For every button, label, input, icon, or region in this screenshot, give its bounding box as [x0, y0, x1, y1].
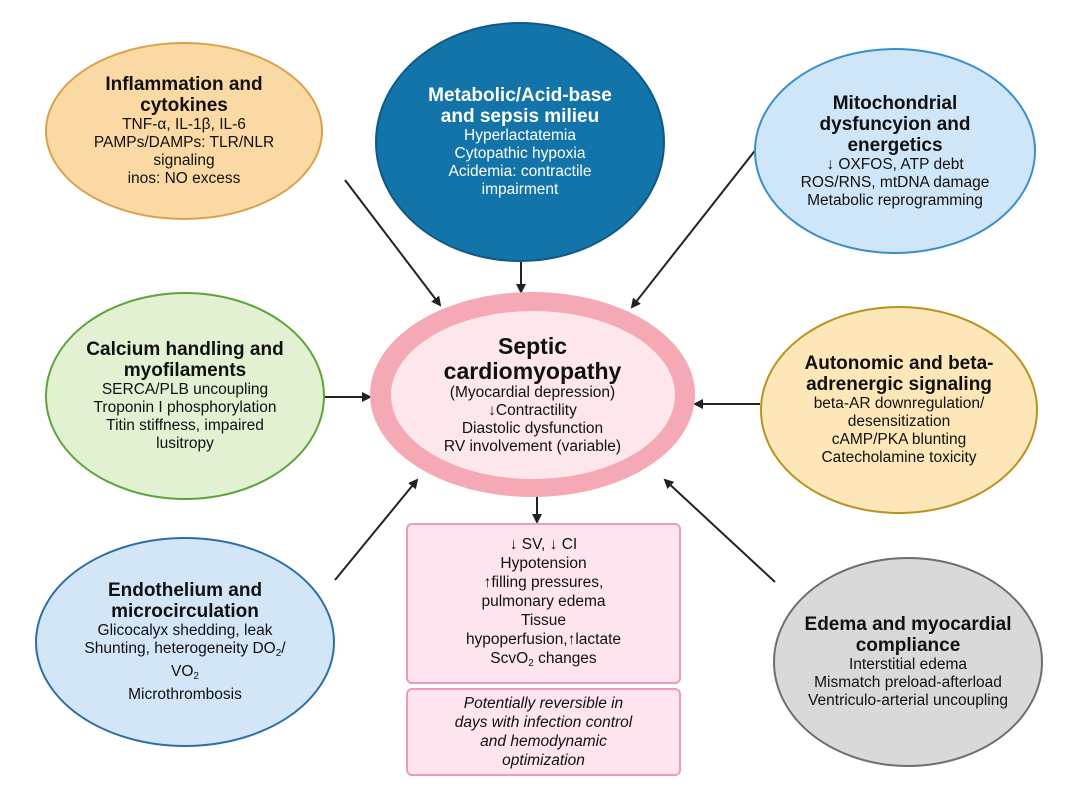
node-line: Titin stiffness, impaired — [106, 417, 264, 434]
node-line: Interstitial edema — [848, 656, 968, 673]
node-title: myofilaments — [123, 360, 247, 381]
node-center-inner: Septic cardiomyopathy (Myocardial depres… — [390, 310, 675, 479]
center-line: (Myocardial depression) — [449, 383, 616, 401]
node-line: Glicocalyx shedding, leak — [97, 622, 273, 639]
node-line: Shunting, heterogeneity DO2/ — [84, 640, 286, 659]
center-line: ↓Contractility — [488, 401, 577, 419]
node-title: compliance — [855, 635, 961, 656]
node-title: Mitochondrial — [832, 92, 958, 114]
node-title: dysfuncyion and — [819, 113, 971, 135]
center-title: Septic — [497, 332, 568, 359]
node-line: ↓ OXFOS, ATP debt — [826, 155, 964, 173]
node-line: inos: NO excess — [127, 170, 241, 187]
reversible-line: and hemodynamic — [480, 733, 607, 750]
center-line: Diastolic dysfunction — [461, 419, 604, 437]
node-line: signaling — [153, 152, 215, 169]
node-line: desensitization — [847, 413, 951, 430]
node-line: VO2 — [171, 663, 199, 682]
node-title: microcirculation — [111, 601, 259, 622]
node-title: Metabolic/Acid-base — [428, 85, 612, 106]
node-line: Cytopathic hypoxia — [454, 145, 586, 162]
consequence-line: pulmonary edema — [481, 592, 606, 610]
node-line: ROS/RNS, mtDNA damage — [800, 173, 990, 191]
consequence-line: ScvO2 changes — [490, 649, 597, 669]
node-title: Endothelium and — [107, 580, 263, 601]
node-line: lusitropy — [156, 435, 214, 452]
consequence-line: Tissue — [520, 611, 567, 629]
node-autonomic: Autonomic and beta- adrenergic signaling… — [760, 306, 1038, 514]
center-title: cardiomyopathy — [443, 357, 622, 384]
node-line: Troponin I phosphorylation — [93, 399, 277, 416]
consequence-line: hypoperfusion,↑lactate — [465, 630, 622, 648]
node-line: SERCA/PLB uncoupling — [101, 381, 269, 398]
node-line: Ventriculo-arterial uncoupling — [808, 692, 1008, 709]
node-line: Microthrombosis — [128, 686, 242, 703]
node-line: PAMPs/DAMPs: TLR/NLR — [93, 134, 275, 151]
node-title: Inflammation and — [105, 74, 263, 95]
node-endothelium: Endothelium and microcirculation Glicoca… — [35, 537, 335, 747]
reversible-line: Potentially reversible in — [463, 695, 624, 712]
node-line: cAMP/PKA blunting — [831, 431, 967, 448]
node-metabolic: Metabolic/Acid-base and sepsis milieu Hy… — [375, 22, 665, 262]
arrow-endothelium — [334, 478, 419, 581]
reversible-line: days with infection control — [454, 714, 633, 731]
consequence-line: ↑filling pressures, — [483, 573, 604, 591]
node-line: Hyperlactatemia — [464, 127, 576, 144]
node-center: Septic cardiomyopathy (Myocardial depres… — [370, 292, 695, 497]
reversible-box: Potentially reversible in days with infe… — [406, 688, 681, 776]
reversible-line: optimization — [502, 752, 585, 769]
node-edema: Edema and myocardial compliance Intersti… — [773, 557, 1043, 767]
node-line: Acidemia: contractile — [448, 163, 592, 180]
node-inflammation: Inflammation and cytokines TNF-α, IL-1β,… — [45, 42, 323, 220]
center-line: RV involvement (variable) — [443, 437, 622, 455]
node-title: Calcium handling and — [86, 339, 284, 360]
node-line: beta-AR downregulation/ — [813, 395, 985, 412]
node-mitochondrial: Mitochondrial dysfuncyion and energetics… — [754, 48, 1036, 254]
node-calcium: Calcium handling and myofilaments SERCA/… — [45, 292, 325, 500]
node-title: Edema and myocardial — [804, 614, 1012, 635]
arrow-mitochondrial — [630, 147, 758, 309]
node-line: Mismatch preload-afterload — [814, 674, 1002, 691]
node-line: impairment — [481, 181, 559, 198]
consequences-box: ↓ SV, ↓ CI Hypotension ↑filling pressure… — [406, 523, 681, 684]
arrow-edema — [663, 478, 776, 583]
consequence-line: Hypotension — [500, 554, 587, 572]
node-title: and sepsis milieu — [440, 106, 600, 127]
arrow-inflammation — [344, 179, 442, 307]
node-title: Autonomic and beta- — [804, 353, 994, 374]
node-title: energetics — [847, 134, 943, 156]
consequence-line: ↓ SV, ↓ CI — [509, 535, 578, 553]
node-line: Catecholamine toxicity — [821, 449, 977, 466]
node-title: adrenergic signaling — [806, 374, 992, 395]
node-line: Metabolic reprogramming — [807, 191, 983, 209]
node-line: TNF-α, IL-1β, IL-6 — [122, 116, 246, 133]
node-title: cytokines — [140, 95, 228, 116]
